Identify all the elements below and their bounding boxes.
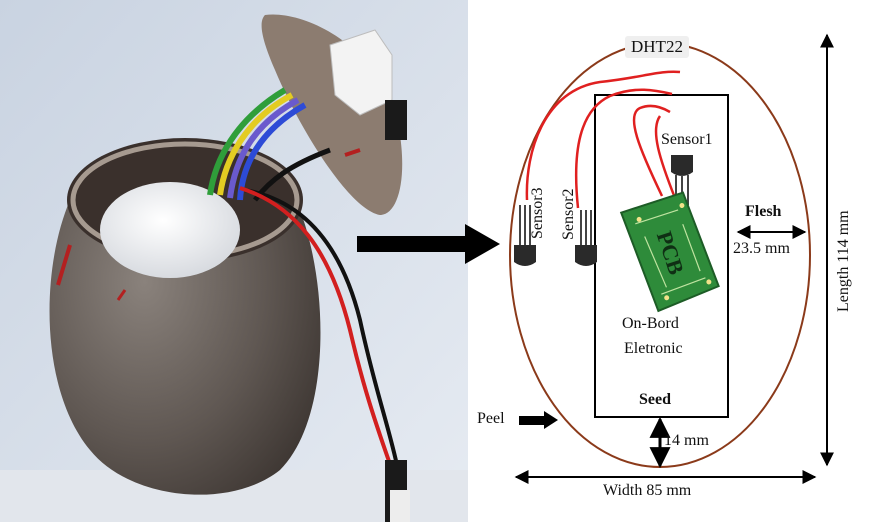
flesh-label: Flesh [745, 203, 782, 220]
wire-sensor3 [525, 70, 681, 201]
length-label: Length 114 mm [835, 210, 852, 312]
sensor2-device [575, 210, 597, 266]
pointer-arrow [357, 224, 500, 264]
seed-label: Seed [639, 391, 671, 408]
wire-sensor2 [574, 88, 673, 209]
peel-pointer-arrow [519, 411, 558, 429]
seed-gap-label: 14 mm [664, 432, 709, 449]
fruit-sensor-photo [0, 0, 468, 522]
width-label: Width 85 mm [603, 482, 692, 499]
wire-sensor1 [632, 104, 671, 197]
sensor1-label: Sensor1 [661, 131, 713, 148]
peel-label: Peel [477, 410, 505, 427]
sensor1-device [671, 155, 693, 205]
flesh-dimension-label: 23.5 mm [733, 240, 790, 257]
dht22-label: DHT22 [625, 36, 689, 58]
pcb-board [619, 191, 720, 313]
sensor3-label: Sensor3 [529, 187, 546, 239]
sensor2-label: Sensor2 [560, 188, 577, 240]
sensor3-device [514, 205, 536, 266]
onboard-line1-label: On-Bord [622, 315, 679, 332]
onboard-line2-label: Eletronic [624, 340, 683, 357]
